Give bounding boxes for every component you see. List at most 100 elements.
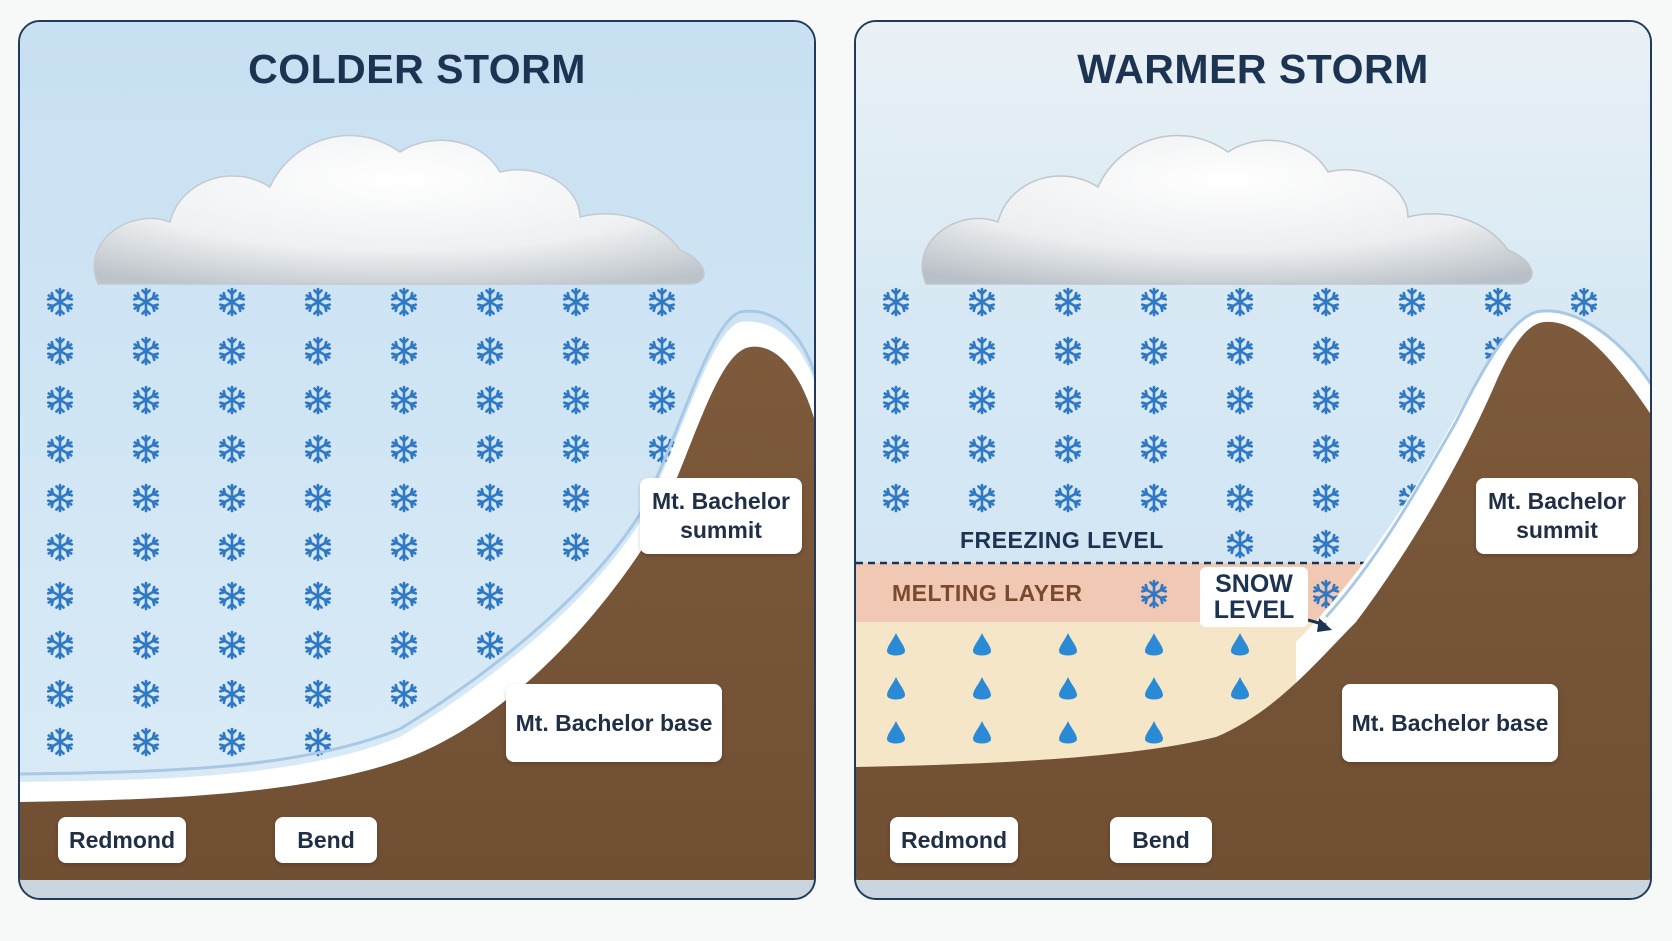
snowflake-icon [218,679,246,709]
snowflake-icon [218,287,246,317]
snowflake-grid [882,287,1598,609]
snowflake-icon [132,434,160,464]
snowflake-icon [1054,434,1082,464]
snowflake-icon [562,336,590,366]
raindrop-icon [1059,721,1077,744]
snowflake-icon [218,434,246,464]
snowflake-icon [1398,336,1426,366]
snowflake-icon [46,532,74,562]
ground-base-strip [20,880,814,898]
snowflake-icon [882,483,910,513]
snowflake-icon [562,385,590,415]
snowflake-icon [304,532,332,562]
snow-edge [1324,309,1650,619]
snow-edge [20,309,814,776]
snowflake-icon [1226,336,1254,366]
snowflake-icon [1312,287,1340,317]
snowflake-icon [1312,529,1340,559]
snowflake-icon [1054,287,1082,317]
raindrop-icon [1145,721,1163,744]
snowflake-icon [1140,434,1168,464]
snowflake-icon [476,483,504,513]
snowflake-icon [476,581,504,611]
snowflake-icon [1312,385,1340,415]
snowflake-icon [1398,287,1426,317]
snowflake-icon [1312,483,1340,513]
raindrop-icon [887,677,905,700]
snowflake-icon [390,532,418,562]
summit-label: Mt. Bachelor summit [1476,478,1638,554]
snowflake-icon [1054,483,1082,513]
snowflake-icon [304,727,332,757]
raindrop-icon [1059,633,1077,656]
raindrop-icon [1145,633,1163,656]
snowflake-icon [1312,336,1340,366]
snowflake-icon [1140,483,1168,513]
snowflake-icon [968,385,996,415]
snowflake-icon [304,434,332,464]
base-label: Mt. Bachelor base [1342,684,1558,762]
snowflake-icon [1312,434,1340,464]
town-label-bend: Bend [1110,817,1212,863]
snowflake-icon [1312,579,1340,609]
snowflake-icon [562,532,590,562]
snowflake-icon [218,630,246,660]
snowflake-icon [132,581,160,611]
melting-layer-label: MELTING LAYER [892,580,1083,606]
snowflake-icon [46,679,74,709]
snowflake-icon [390,679,418,709]
town-label-bend: Bend [275,817,377,863]
snowflake-icon [968,287,996,317]
raindrop-icon [973,677,991,700]
snowflake-icon [882,385,910,415]
snowflake-icon [562,483,590,513]
warmer-storm-scene [856,22,1650,898]
snowflake-icon [304,336,332,366]
snowflake-icon [218,581,246,611]
panel-title: COLDER STORM [248,46,586,92]
snowflake-icon [390,336,418,366]
snowflake-icon [1140,287,1168,317]
snowflake-icon [304,630,332,660]
snowflake-icon [1226,483,1254,513]
snowflake-icon [1398,385,1426,415]
snowflake-icon [390,630,418,660]
warmer-storm-panel: WARMER STORM FREEZING LEVEL MELTING LAYE… [854,20,1652,900]
colder-storm-panel: COLDER STORM Mt. Bachelor summit Mt. Bac… [18,20,816,900]
snowflake-icon [1054,336,1082,366]
snowflake-icon [1226,287,1254,317]
snowflake-icon [132,727,160,757]
snowflake-icon [1054,385,1082,415]
snowflake-icon [132,630,160,660]
raindrop-icon [973,633,991,656]
snowflake-icon [132,679,160,709]
snowflake-icon [132,287,160,317]
snowflake-icon [304,385,332,415]
snowflake-icon [1140,579,1168,609]
town-label-redmond: Redmond [890,817,1018,863]
snowflake-icon [968,336,996,366]
snowflake-icon [132,532,160,562]
snowflake-icon [1226,434,1254,464]
snowflake-icon [304,483,332,513]
snowflake-icon [562,287,590,317]
raindrop-icon [887,633,905,656]
snowflake-icon [476,434,504,464]
snowflake-icon [132,385,160,415]
snowflake-icon [46,727,74,757]
snowflake-icon [390,483,418,513]
snowflake-icon [1140,336,1168,366]
snowflake-icon [648,385,676,415]
snowflake-icon [218,336,246,366]
raindrop-icon [887,721,905,744]
arrow-icon [1307,618,1332,632]
snowflake-icon [476,532,504,562]
snowflake-icon [648,287,676,317]
snow-level-label: SNOW LEVEL [1200,567,1308,627]
freezing-level-label: FREEZING LEVEL [960,527,1164,553]
snowflake-icon [476,385,504,415]
snowflake-icon [968,483,996,513]
colder-storm-scene [20,22,814,898]
snowflake-icon [304,287,332,317]
snowflake-icon [132,483,160,513]
